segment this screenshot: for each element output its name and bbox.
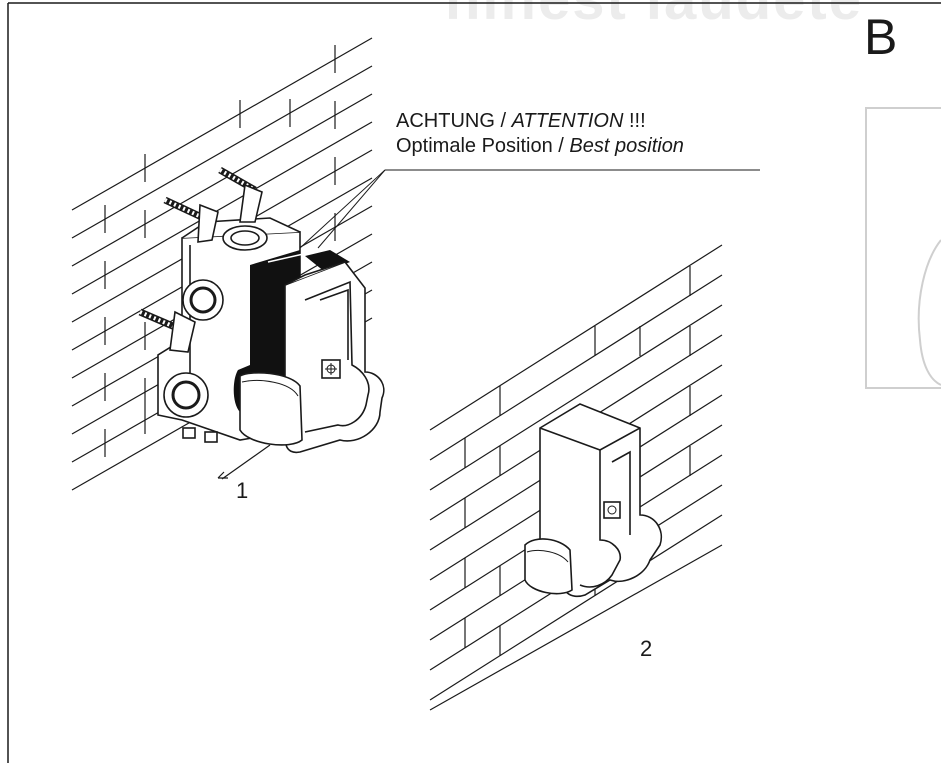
brick-wall-2 <box>429 244 723 711</box>
callout-arrow-1 <box>217 444 271 480</box>
position-label-de: Optimale Position / <box>396 135 570 157</box>
attention-label-de: ACHTUNG / <box>396 110 512 132</box>
callout-number-1: 1 <box>236 478 249 503</box>
attention-suffix: !!! <box>623 110 646 132</box>
attention-leader-lines <box>299 169 760 249</box>
attention-note-line2: Optimale Position / Best position <box>396 135 684 158</box>
attention-label-en: ATTENTION <box>511 110 624 132</box>
page-frame <box>7 2 941 763</box>
panel-letter: B <box>864 9 898 65</box>
position-label-en: Best position <box>569 135 684 157</box>
protective-cover-box-1 <box>239 261 385 454</box>
callout-number-2: 2 <box>640 636 653 661</box>
protective-cover-box-2 <box>524 403 662 598</box>
watermark-text: hinest laudete <box>445 0 863 33</box>
next-panel-ghost-frame <box>865 107 941 389</box>
attention-note-line1: ACHTUNG / ATTENTION !!! <box>396 110 646 133</box>
